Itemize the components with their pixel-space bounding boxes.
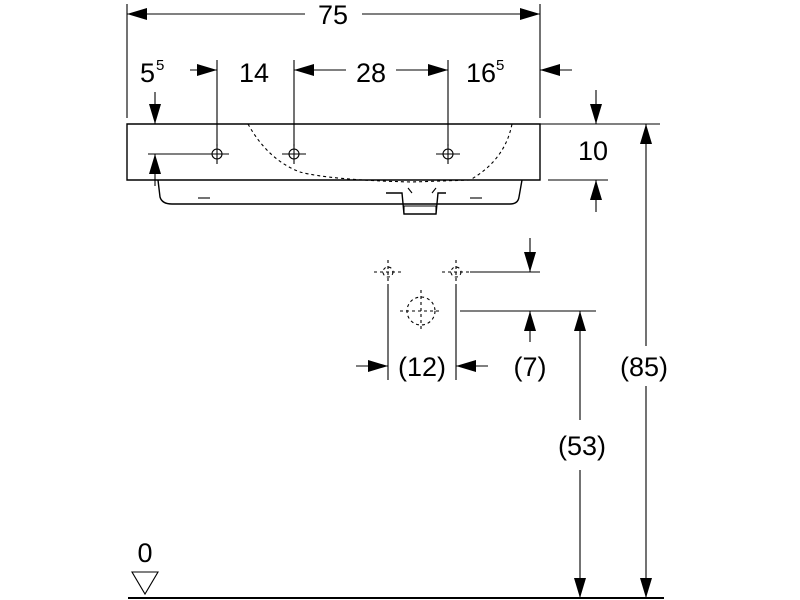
drain-offset-label: (7) bbox=[514, 352, 547, 382]
tap-hole-left bbox=[205, 144, 229, 164]
drain-outlet-center bbox=[400, 290, 442, 332]
left-offset-label: 5 bbox=[140, 58, 155, 88]
drain-hole-left bbox=[374, 260, 402, 284]
drain-spacing-label: (12) bbox=[398, 352, 446, 382]
dimension-total-height: (85) bbox=[540, 123, 668, 598]
hole-spacing-14-label: 14 bbox=[239, 58, 269, 88]
drain-detail: (12) (7) bbox=[356, 238, 596, 382]
left-offset-superscript: 5 bbox=[156, 57, 164, 74]
dimension-drain-height: (53) bbox=[558, 311, 606, 598]
tap-hole-marks bbox=[205, 144, 460, 164]
right-offset-label: 16 bbox=[466, 58, 496, 88]
drain-hole-right bbox=[442, 260, 470, 284]
dimension-basin-height: 10 bbox=[548, 90, 608, 212]
basin-outline bbox=[126, 123, 541, 215]
basin-height-label: 10 bbox=[578, 136, 608, 166]
total-height-label: (85) bbox=[620, 352, 668, 382]
floor-level-mark: 0 bbox=[128, 538, 664, 599]
tap-hole-right bbox=[436, 144, 460, 164]
bowl-hidden-line bbox=[247, 123, 513, 183]
hole-spacing-28-label: 28 bbox=[356, 58, 386, 88]
floor-level-label: 0 bbox=[137, 538, 152, 568]
dimension-hole-spacing: 5 5 14 28 16 5 bbox=[140, 57, 572, 146]
tap-hole-center bbox=[282, 144, 306, 164]
right-offset-superscript: 5 bbox=[496, 57, 504, 74]
dimension-tap-height bbox=[148, 92, 205, 186]
dimension-total-width: 75 bbox=[126, 0, 541, 118]
total-width-label: 75 bbox=[318, 0, 348, 30]
drain-height-label: (53) bbox=[558, 431, 606, 461]
